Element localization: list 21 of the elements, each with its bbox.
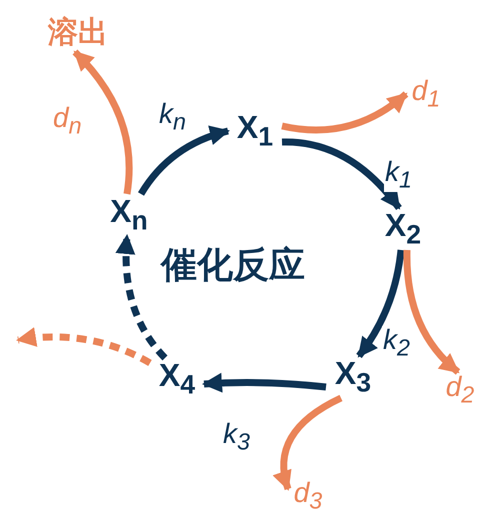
species-label: X$_{4}$ [158, 359, 196, 399]
species-label: X$_{1}$ [236, 111, 274, 151]
edge-label: k$_{1}$ [384, 158, 413, 192]
species-label: X$_{3}$ [334, 357, 372, 397]
output-label: d$_{1}$ [412, 77, 440, 111]
output-label: d$_{2}$ [446, 373, 474, 407]
arrow [356, 250, 404, 358]
arrow [16, 328, 152, 366]
arrow [404, 250, 460, 375]
arrow [116, 234, 168, 360]
output-label: d$_{3}$ [294, 479, 322, 513]
arrow [282, 138, 402, 210]
species-label: X$_{2}$ [384, 209, 422, 249]
arrow [202, 372, 326, 393]
arrow [281, 91, 408, 134]
arrow [138, 126, 230, 196]
output-label: 溶出 [48, 18, 108, 48]
arrow [72, 50, 133, 194]
species-label: X$_{n}$ [110, 195, 148, 235]
arrow [273, 394, 343, 491]
center-label: 催化反应 [160, 248, 306, 284]
